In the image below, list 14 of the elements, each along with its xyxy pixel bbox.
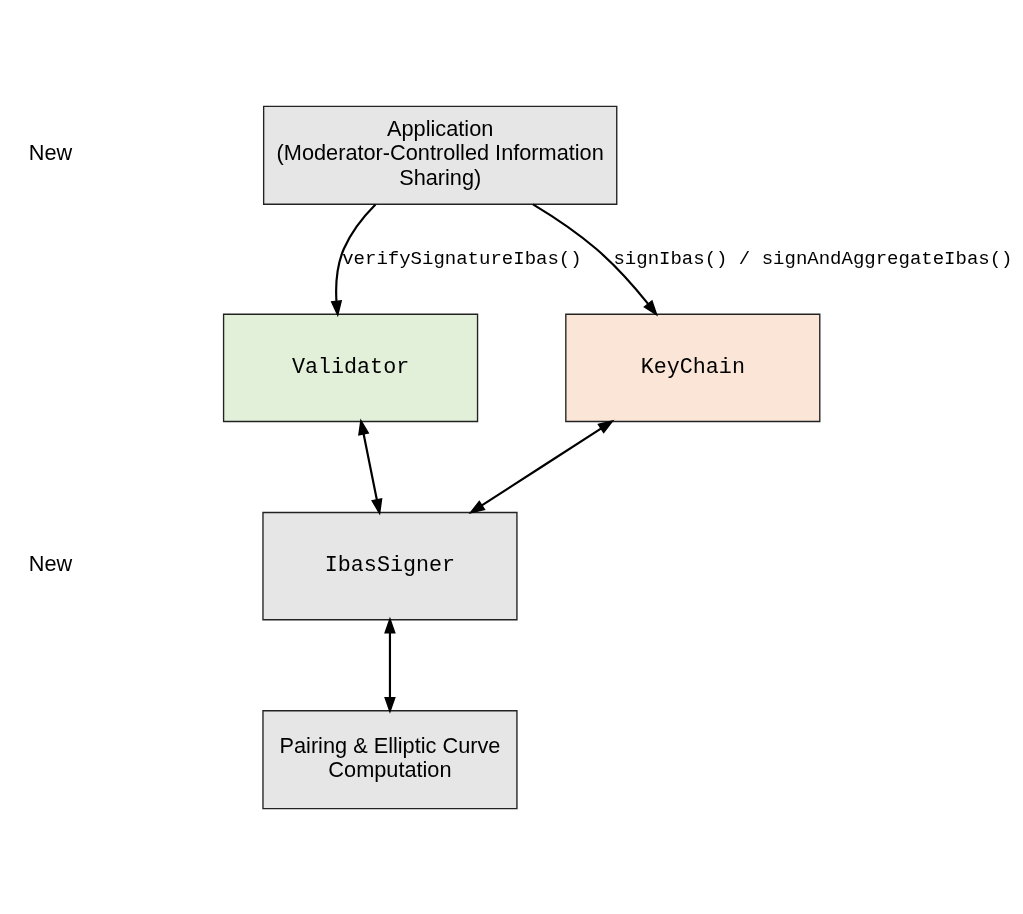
- arrow: [468, 419, 615, 514]
- label: New: [28, 550, 73, 576]
- edge-label: verifySignatureIbas(): [342, 247, 582, 270]
- node-box: Application (Moderator-Controlled Information Sharing): [262, 105, 618, 205]
- edge-label: signIbas() / signAndAggregateIbas(): [613, 247, 1013, 270]
- arrow: [384, 616, 396, 714]
- arrow: [532, 202, 659, 316]
- label: New: [28, 139, 73, 165]
- node-box: Pairing & Elliptic Curve Computation: [262, 709, 518, 809]
- node-box: IbasSigner: [262, 511, 518, 620]
- arrow: [358, 417, 383, 515]
- node-box: KeyChain: [565, 313, 821, 422]
- arrow: [330, 203, 377, 317]
- node-box: Validator: [222, 313, 479, 422]
